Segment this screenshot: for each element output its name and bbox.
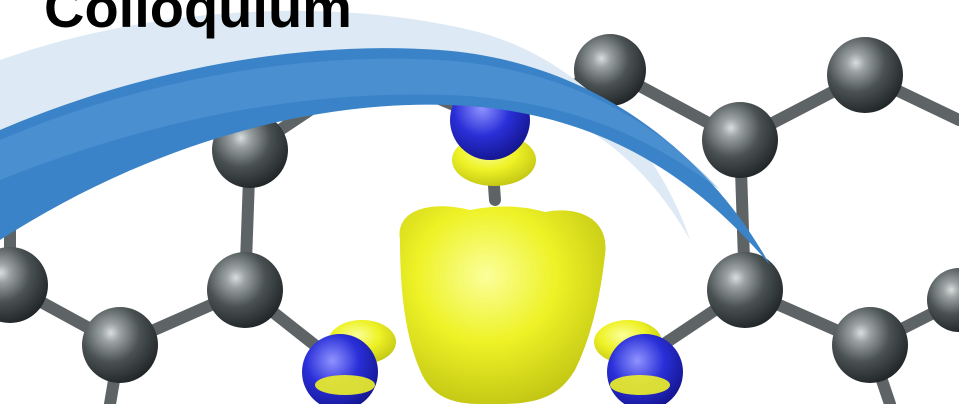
density-band-left xyxy=(315,375,375,395)
density-band-right xyxy=(610,375,670,395)
swoosh-highlight xyxy=(0,58,720,190)
electron-density-blob xyxy=(399,206,606,404)
banner-title: Colloquium xyxy=(44,0,352,39)
carbon-atoms xyxy=(0,34,959,383)
